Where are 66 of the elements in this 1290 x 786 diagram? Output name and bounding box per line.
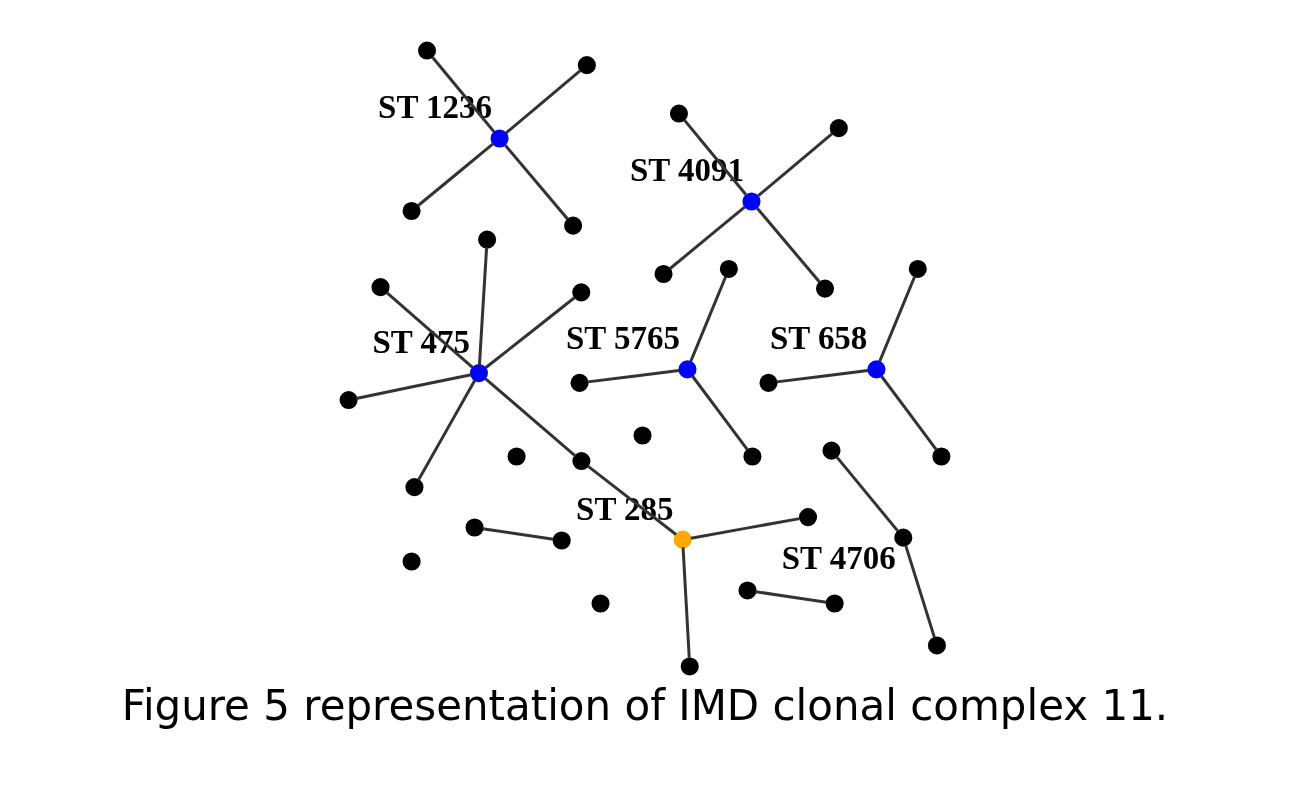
node-circle [829, 119, 848, 138]
node-circle [371, 278, 390, 297]
node-circle [591, 594, 610, 613]
node-circle [465, 518, 484, 537]
node-circle [678, 360, 697, 379]
node-circle [825, 594, 844, 613]
connector [504, 144, 569, 220]
connector [477, 247, 489, 366]
connector [482, 527, 554, 541]
node-circle [478, 230, 497, 249]
node-circle [572, 283, 591, 302]
node-circle [402, 201, 421, 221]
connector [417, 379, 476, 481]
connector [681, 547, 691, 658]
connector [878, 275, 917, 363]
node-circle [908, 259, 927, 278]
node-circle [490, 129, 509, 148]
node-circle [669, 104, 688, 123]
connector [669, 206, 746, 270]
node-circle [738, 581, 757, 600]
connector [880, 375, 938, 451]
node-circle [572, 452, 591, 471]
node-circle [822, 441, 841, 460]
node-circle [405, 478, 424, 497]
node-circle [654, 264, 673, 284]
node-circle [719, 259, 738, 278]
connector [484, 377, 577, 458]
node-circle [564, 216, 583, 235]
connector [417, 143, 494, 207]
node-circle [816, 279, 835, 298]
node-circle [339, 391, 358, 410]
node-circle [867, 360, 886, 379]
connector [484, 296, 576, 369]
connector [904, 545, 936, 638]
node-label: ST 5765 [565, 320, 680, 357]
connector [776, 369, 869, 384]
connector [587, 369, 680, 384]
caption: Figure 5 representation of IMD clonal complex 11. [121, 680, 1169, 730]
node-label: ST 4706 [781, 539, 896, 576]
connector [505, 69, 582, 134]
node-label: ST 658 [769, 320, 868, 357]
node-circle [402, 552, 421, 571]
node-circle [507, 447, 526, 466]
node-circle [894, 528, 913, 547]
node-circle [799, 508, 818, 527]
connector [690, 517, 800, 540]
connector [757, 132, 834, 197]
node-circle [932, 447, 951, 466]
node-circle [570, 373, 589, 392]
node-circle [577, 56, 596, 75]
connector [755, 590, 827, 604]
node-circle [469, 364, 488, 383]
connector [691, 375, 749, 451]
node-circle [759, 373, 778, 392]
node-circle [633, 426, 652, 445]
node-circle [927, 636, 946, 655]
node-circle [417, 41, 437, 60]
node-circle [552, 531, 571, 550]
node-circle [673, 530, 692, 549]
connector [689, 275, 728, 363]
node-circle [680, 657, 699, 676]
node-circle [742, 192, 761, 211]
connector [355, 373, 472, 400]
connector [835, 456, 899, 532]
connector [756, 207, 821, 283]
node-circle [743, 447, 762, 466]
